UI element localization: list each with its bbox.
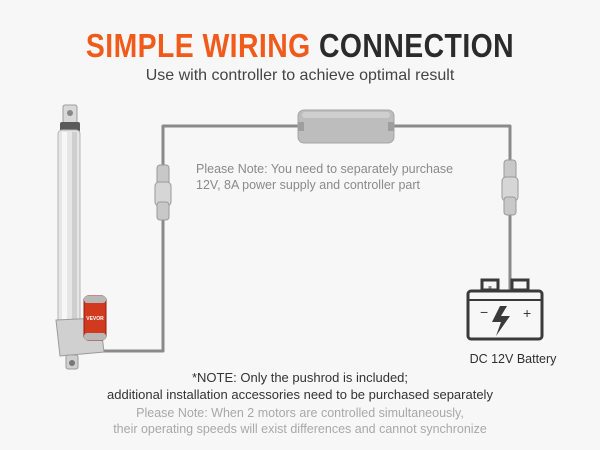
title-rest: CONNECTION <box>318 27 515 64</box>
linear-actuator: VEVOR <box>55 104 107 370</box>
pushrod-note: *NOTE: Only the pushrod is included; add… <box>0 369 600 403</box>
title-accent: SIMPLE WIRING <box>85 27 311 64</box>
actuator-brand-label: VEVOR <box>86 316 104 322</box>
motors-note-line1: Please Note: When 2 motors are controlle… <box>136 406 464 420</box>
battery-label: DC 12V Battery <box>469 352 557 366</box>
svg-text:−: − <box>480 304 488 320</box>
page-subtitle: Use with controller to achieve optimal r… <box>145 67 455 84</box>
pushrod-note-line2: additional installation accessories need… <box>107 387 493 402</box>
purchase-note-line2: 12V, 8A power supply and controller part <box>196 178 420 192</box>
controller-box <box>297 109 395 144</box>
motors-note: Please Note: When 2 motors are controlle… <box>0 405 600 437</box>
motors-note-line2: their operating speeds will exist differ… <box>113 422 487 436</box>
svg-text:+: + <box>523 305 531 321</box>
wire-path <box>104 124 512 353</box>
purchase-note: Please Note: You need to separately purc… <box>196 161 516 193</box>
pushrod-note-line1: *NOTE: Only the pushrod is included; <box>191 370 409 385</box>
battery-icon: − + <box>466 278 544 341</box>
fuse-connector-left <box>154 164 172 221</box>
page-title: SIMPLE WIRING CONNECTION <box>42 26 558 66</box>
fuse-connector-right <box>501 159 519 216</box>
purchase-note-line1: Please Note: You need to separately purc… <box>196 162 454 176</box>
